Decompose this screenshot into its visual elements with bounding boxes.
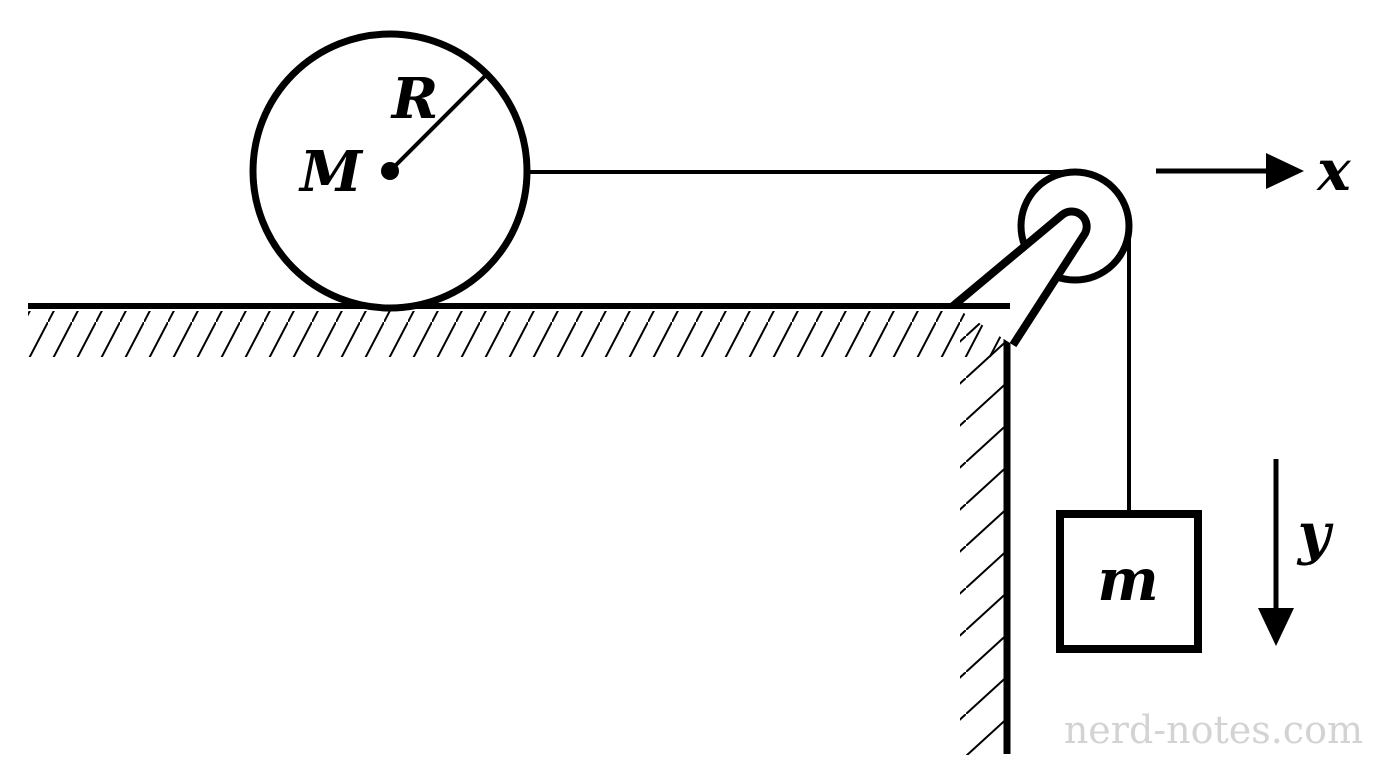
watermark: nerd-notes.com <box>1064 708 1363 752</box>
y-axis-arrow: y <box>1258 459 1334 646</box>
hanging-mass-block <box>1056 510 1202 653</box>
table-top-hatching <box>28 311 1007 357</box>
disk-mass-label: M <box>298 139 364 205</box>
pulley-bracket <box>950 207 1091 348</box>
disk-radius-line <box>388 72 489 173</box>
y-axis-arrowhead-icon <box>1258 608 1294 646</box>
table-edge-hatching <box>960 311 1007 755</box>
hanging-mass-label: m <box>1097 546 1158 614</box>
disk-radius-label: R <box>390 66 439 132</box>
disk-center-dot <box>381 162 399 180</box>
x-axis-arrowhead-icon <box>1266 153 1304 189</box>
x-axis-arrow: x <box>1156 138 1351 204</box>
y-axis-label: y <box>1296 501 1334 567</box>
x-axis-label: x <box>1316 138 1351 204</box>
